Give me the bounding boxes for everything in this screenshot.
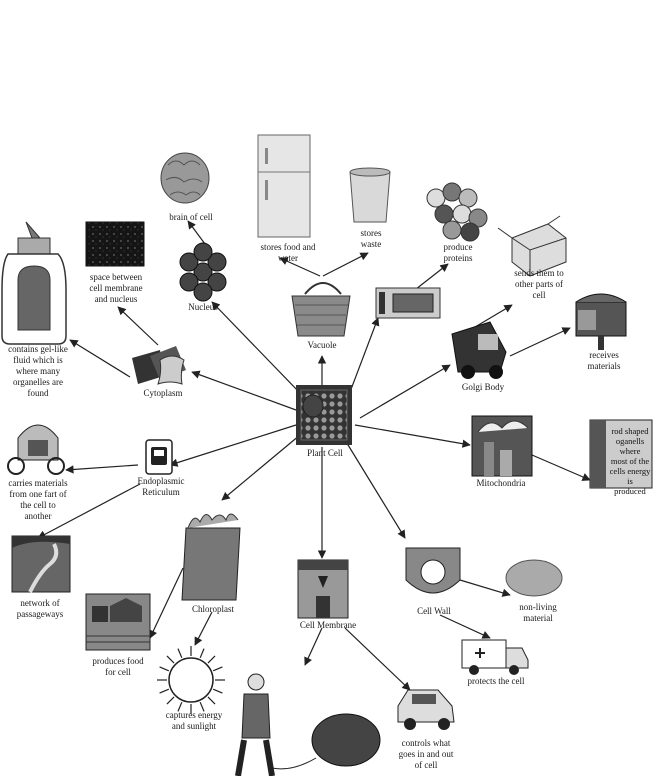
golgi-label: Golgi Body [461, 382, 505, 392]
carries-label: carries materials from one fart of the c… [8, 478, 68, 521]
sun-ray [159, 666, 170, 672]
sun-ray [207, 655, 216, 664]
arrow-vacuole-to-waste [322, 252, 369, 277]
ambulance-icon [461, 639, 529, 675]
protects-label: protects the cell [467, 676, 525, 686]
rod-shaped-label: rod shaped oganells where most of the ce… [609, 426, 651, 496]
mitochondria-label: Mitochondria [476, 478, 526, 488]
arrow-wall-to-ambulance [439, 614, 491, 639]
arrow-chloro-to-sun [194, 611, 213, 646]
arrow-golgi-to-receives [509, 327, 571, 357]
stores-waste-label: stores waste [360, 228, 382, 249]
arrow-vacuole-to-food [279, 257, 321, 277]
sun-ray [199, 701, 205, 712]
arrow-cell-to-cytoplasm [191, 370, 297, 411]
arrow-cell-to-golgi-body [359, 364, 451, 419]
sun-icon [157, 646, 225, 714]
arrow-cytoplasm-to-space [117, 306, 159, 346]
sun-ray [199, 648, 205, 659]
cytoplasm-label: Cytoplasm [143, 388, 183, 398]
sends-label: sends them to other parts of cell [514, 268, 564, 300]
arrow-mito-to-rod [531, 454, 591, 481]
grocery-bag-icon [181, 513, 241, 601]
sun-ray [212, 666, 223, 672]
arrow-er-to-carries [65, 464, 139, 474]
brain-icon [160, 152, 210, 204]
controls-label: controls what goes in and out of cell [398, 738, 454, 770]
pillows-icon [132, 346, 186, 385]
bus-sign-icon [145, 439, 173, 475]
cell-membrane-label: Cell Membrane [299, 620, 357, 630]
arrow-cell-to-chloroplast [221, 434, 301, 501]
rod-shaped-box [589, 419, 653, 489]
vacuole-label: Vacuole [307, 340, 337, 350]
box-icon [497, 215, 567, 277]
chloroplast-label: Chloroplast [192, 604, 234, 614]
farm-icon [85, 593, 151, 651]
power-plant-icon [471, 415, 533, 477]
cell-wall-label: Cell Wall [417, 606, 451, 616]
sun-ray [207, 696, 216, 705]
plant-cell-icon [296, 385, 352, 445]
nucleus-label: Nucleus [188, 302, 218, 312]
non-living-label: non-living material [519, 602, 557, 623]
nucleus-icon [179, 242, 227, 302]
road-icon [11, 535, 71, 593]
produce-proteins-label: produce proteins [443, 242, 473, 263]
er-label: Endoplasmic Reticulum [137, 476, 185, 497]
mailbox-icon [575, 293, 627, 350]
space-label: space between cell membrane and nucleus [89, 272, 143, 304]
proteins-icon [426, 182, 488, 242]
sun-ray [177, 648, 183, 659]
arrow-er-to-network [37, 483, 141, 539]
arrow-cell-to-nucleus [211, 301, 301, 394]
arrow-nucleus-to-brain [187, 220, 206, 245]
arrow-cytoplasm-to-gel [69, 339, 131, 378]
trash-can-icon [349, 167, 391, 223]
carriage-icon [7, 424, 65, 475]
arrow-membrane-to-man [304, 627, 323, 666]
sun-ray [212, 688, 223, 694]
gel-label: contains gel-like fluid which is where m… [8, 344, 68, 398]
center-label: Plant Cell [307, 448, 343, 458]
sun-ray [166, 655, 175, 664]
sun-ray [166, 696, 175, 705]
shield-icon [405, 547, 461, 594]
factory-icon [375, 287, 441, 319]
arrow-wall-to-rock [459, 579, 511, 597]
arrow-cell-to-golgi [349, 317, 380, 393]
arrow-cell-to-er [169, 424, 297, 467]
building-icon [297, 559, 349, 619]
sun-ray [159, 688, 170, 694]
connector-arrows [37, 220, 591, 691]
rock-icon [505, 559, 563, 597]
network-label: network of passageways [16, 598, 64, 619]
truck-icon [451, 321, 507, 379]
basket-icon [291, 282, 351, 337]
stores-food-label: stores food and water [260, 242, 316, 263]
arrow-membrane-to-car [344, 627, 411, 691]
refrigerator-icon [257, 134, 311, 238]
brain-label: brain of cell [169, 212, 213, 222]
space-icon [85, 221, 145, 267]
arrow-cell-to-mitochondria [354, 424, 471, 448]
arrow-cell-to-wall [344, 439, 406, 539]
sun-ray [177, 701, 183, 712]
captures-label: captures energy and sunlight [165, 710, 223, 731]
arrow-chloro-to-food [149, 567, 184, 639]
produces-food-label: produces food for cell [92, 656, 144, 677]
police-car-icon [397, 689, 455, 730]
glue-bottle-icon [1, 221, 67, 345]
prisoner-icon [235, 673, 381, 776]
receives-label: receives materials [587, 350, 621, 371]
